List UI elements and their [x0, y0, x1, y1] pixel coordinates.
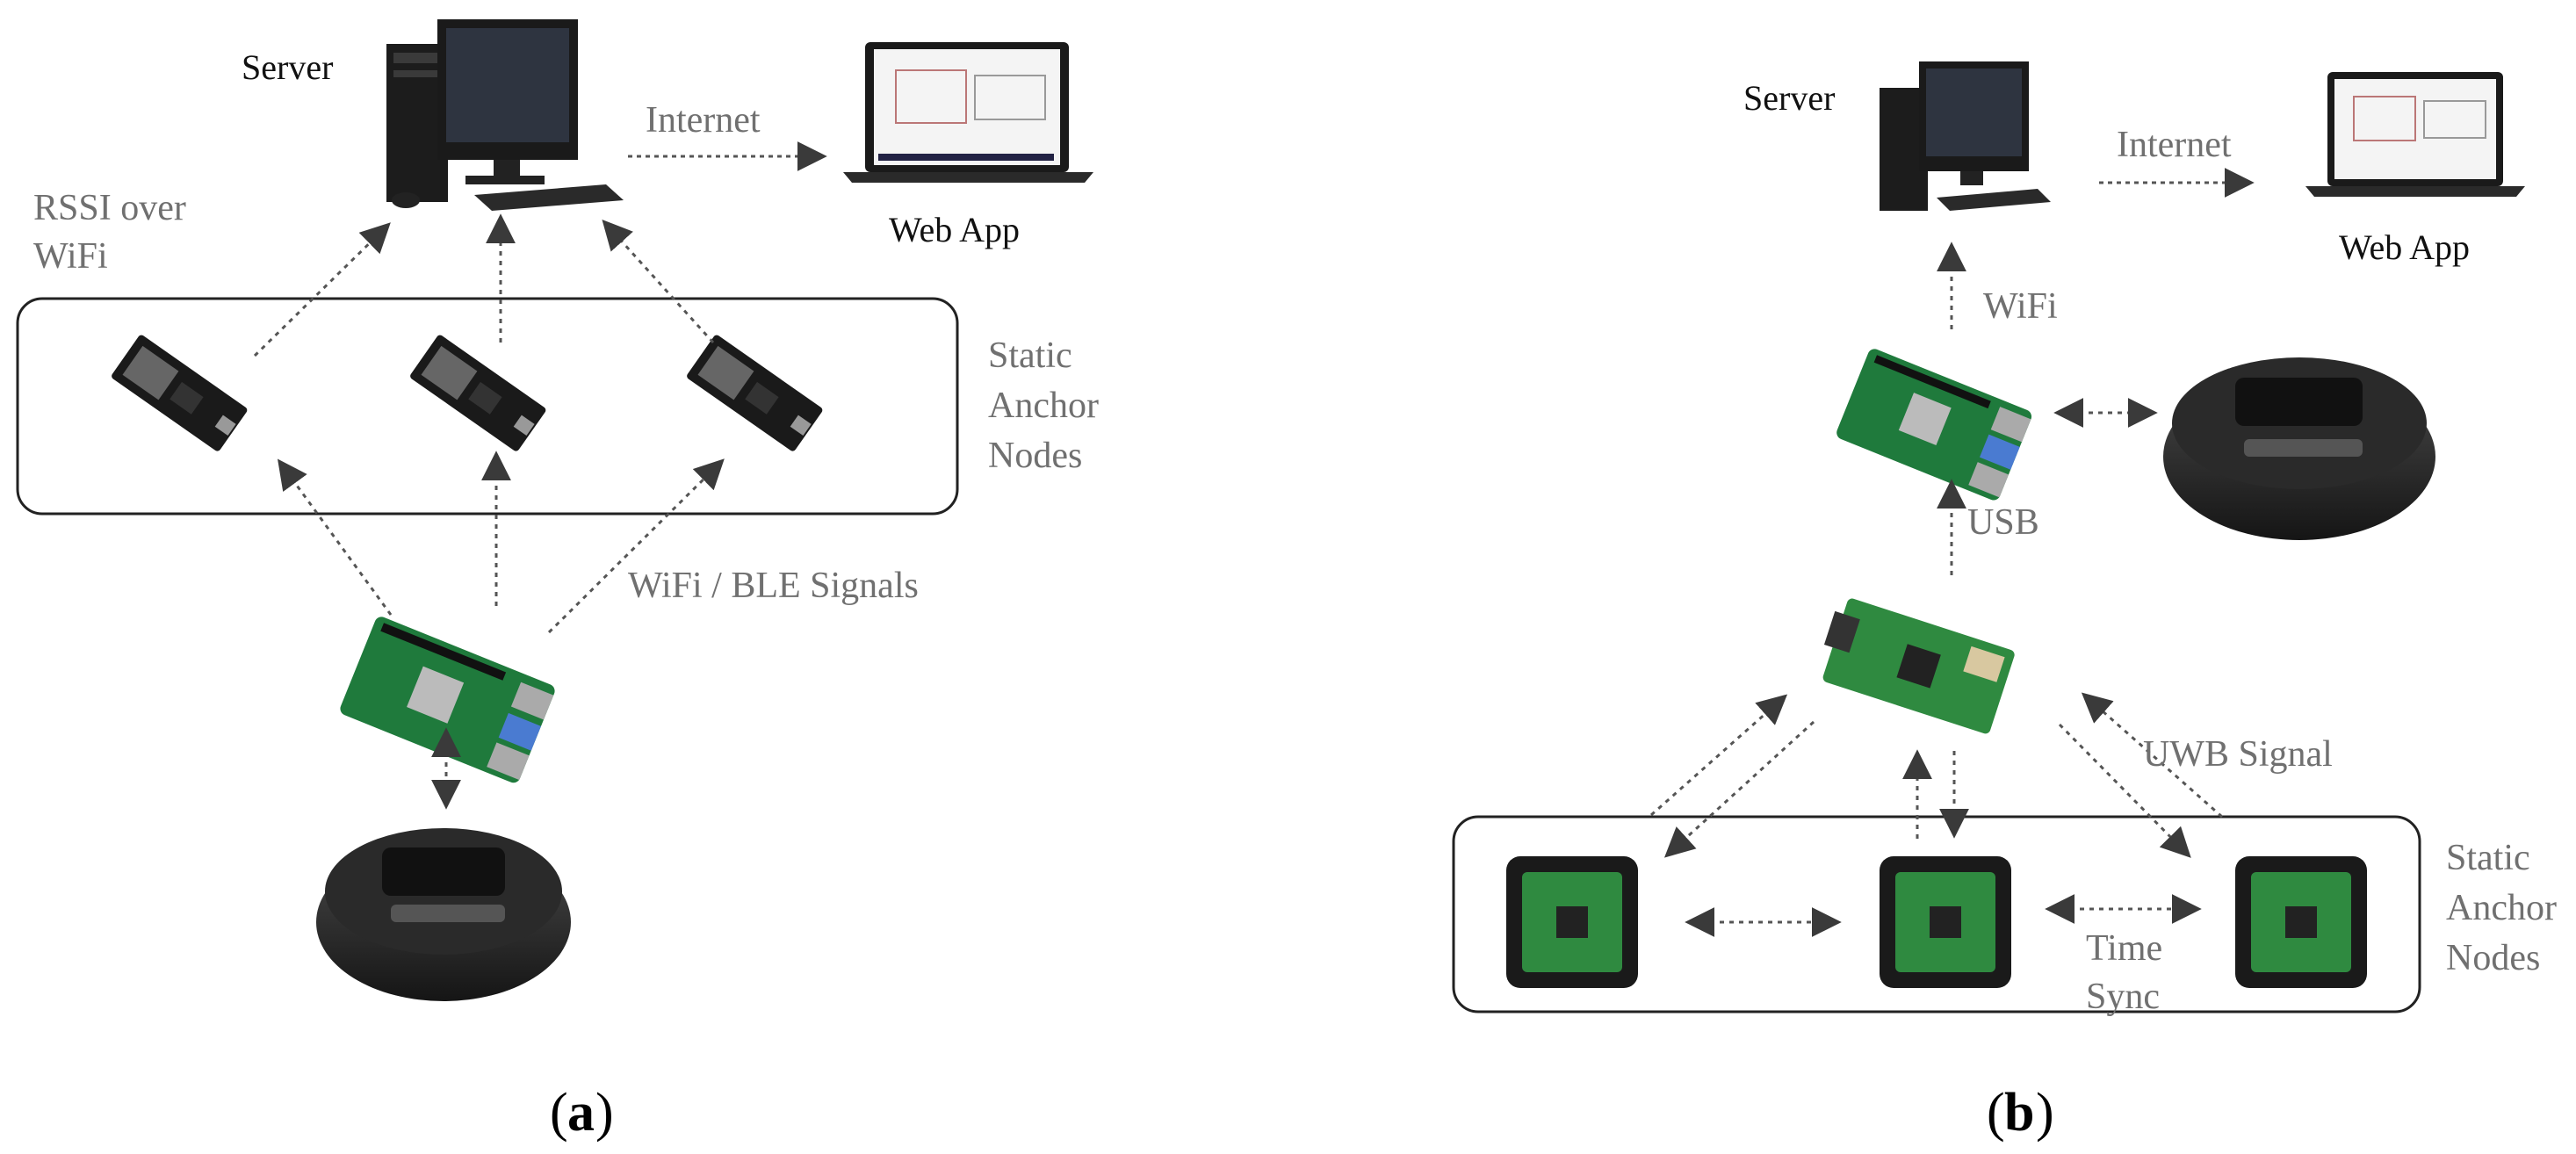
laptop-web-app-icon-b: [2305, 72, 2525, 197]
server-computer-icon-b: [1880, 61, 2051, 211]
uwb-anchor-node-1: [1506, 856, 1638, 988]
caption-b-letter: b: [2004, 1083, 2034, 1143]
rssi-label-line2: WiFi: [33, 236, 108, 277]
server-computer-icon: [386, 19, 624, 211]
robot-vacuum-icon: [316, 828, 571, 1001]
raspberry-pi-icon: [340, 617, 555, 783]
server-label-b: Server: [1743, 78, 1835, 118]
anchor3-to-server-arrow: [602, 219, 715, 344]
laptop-web-app-icon: [843, 42, 1093, 183]
esp32-anchor-node-3: [687, 335, 823, 451]
static-anchor-group-box-b: [1452, 815, 2421, 1013]
anchor1-to-board-arrow: [1650, 694, 1788, 817]
rpi-to-anchor3-arrow: [547, 458, 725, 634]
caption-a-close: ): [595, 1083, 614, 1143]
esp32-anchor-node-2: [410, 335, 546, 451]
rpi-to-anchor1-arrow: [278, 458, 393, 616]
board-to-anchor3-arrow: [2058, 723, 2191, 858]
anchor-label-line3: Nodes: [988, 436, 1082, 476]
anchor3-to-board-arrow: [2081, 692, 2223, 819]
wifi-ble-signals-label: WiFi / BLE Signals: [628, 566, 919, 606]
anchor-label-b-line3: Nodes: [2446, 938, 2540, 978]
caption-b-close: ): [2036, 1083, 2054, 1143]
internet-label: Internet: [646, 100, 761, 141]
uwb-signal-label: UWB Signal: [2143, 734, 2333, 775]
caption-a-letter: a: [567, 1083, 595, 1143]
caption-b-open: (: [1987, 1083, 2005, 1143]
robot-vacuum-icon-b: [2163, 357, 2435, 540]
uwb-board-icon: [1822, 598, 2015, 734]
esp32-anchor-node-1: [112, 335, 248, 451]
anchor-label-line2: Anchor: [988, 386, 1099, 426]
static-anchor-group-box: [16, 297, 959, 516]
uwb-anchor-node-2: [1880, 856, 2011, 988]
web-app-label-b: Web App: [2339, 227, 2470, 267]
uwb-anchor-node-3: [2235, 856, 2367, 988]
board-to-anchor1-arrow: [1663, 720, 1815, 858]
server-label: Server: [242, 47, 333, 87]
anchor-label-b-line1: Static: [2446, 838, 2530, 878]
anchor-label-b-line2: Anchor: [2446, 888, 2557, 928]
anchor1-to-server-arrow: [253, 222, 391, 357]
web-app-label: Web App: [889, 210, 1020, 249]
usb-label-b: USB: [1967, 502, 2039, 543]
panel-b: Server Internet Web App WiFi: [1452, 61, 2557, 1143]
internet-label-b: Internet: [2117, 125, 2232, 165]
time-sync-label-line1: Time: [2086, 928, 2162, 969]
raspberry-pi-icon-b: [1836, 349, 2032, 501]
rssi-label-line1: RSSI over: [33, 188, 186, 228]
time-sync-label-line2: Sync: [2086, 977, 2160, 1017]
anchor-label-line1: Static: [988, 335, 1072, 376]
caption-a-open: (: [550, 1083, 568, 1143]
wifi-label-b: WiFi: [1983, 286, 2058, 327]
panel-a: Server Internet Web App RSSI over WiFi S…: [16, 19, 1099, 1143]
